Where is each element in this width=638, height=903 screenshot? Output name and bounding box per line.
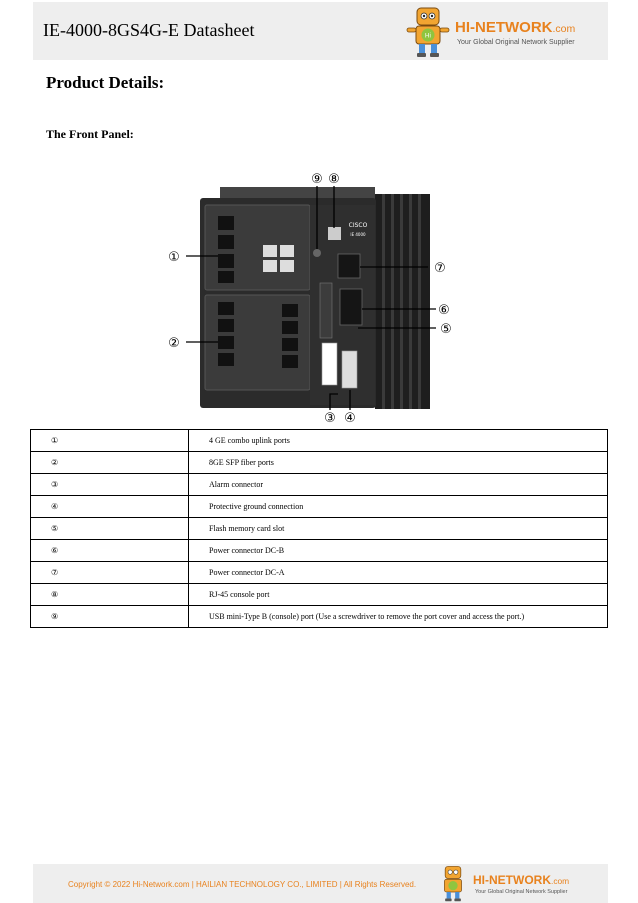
hi-network-logo: Hi HI-NETWORK.com Your Global Original N…	[403, 6, 603, 58]
item-description: 4 GE combo uplink ports	[188, 429, 608, 452]
item-description: USB mini-Type B (console) port (Use a sc…	[188, 605, 608, 628]
item-number: ⑥	[30, 539, 189, 562]
logo-domain-suffix: .com	[552, 23, 576, 35]
combo-rj45-ports	[263, 245, 294, 272]
item-number: ⑤	[30, 517, 189, 540]
item-description: Power connector DC-A	[188, 561, 608, 584]
callout-6: ⑥	[438, 303, 450, 318]
footer-logo-tagline: Your Global Original Network Supplier	[475, 889, 568, 895]
section-title: Product Details:	[46, 73, 165, 92]
item-number: ④	[30, 495, 189, 518]
logo-tagline: Your Global Original Network Supplier	[457, 39, 575, 46]
footer-logo-brand-text: HI-NETWORK	[473, 873, 551, 887]
device-top-cover	[220, 187, 375, 199]
combo-sfp-slots	[218, 216, 234, 283]
item-description: RJ-45 console port	[188, 583, 608, 606]
page-header: IE-4000-8GS4G-E Datasheet Hi HI-NETWORK.…	[33, 2, 608, 60]
callout-leader-lines	[186, 186, 436, 410]
item-number: ②	[30, 451, 189, 474]
heatsink-fins	[375, 194, 430, 409]
item-number: ⑧	[30, 583, 189, 606]
item-description: Flash memory card slot	[188, 517, 608, 540]
item-number: ③	[30, 473, 189, 496]
logo-brand-text: HI-NETWORK	[455, 19, 553, 36]
item-number: ⑨	[30, 605, 189, 628]
callout-8: ⑧	[328, 172, 340, 187]
item-description: Alarm connector	[188, 473, 608, 496]
footer-logo-domain-suffix: .com	[551, 876, 570, 886]
callout-3: ③	[324, 411, 336, 426]
callout-7: ⑦	[434, 261, 446, 276]
item-number: ①	[30, 429, 189, 452]
power-connector-dc-b	[339, 288, 363, 326]
robot-mascot-icon	[444, 866, 462, 902]
copyright-text: Copyright © 2022 Hi-Network.com | HAILIA…	[68, 880, 417, 889]
item-number: ⑦	[30, 561, 189, 584]
callout-5: ⑤	[440, 322, 452, 337]
callout-markers: ① ② ③ ④ ⑤ ⑥ ⑦ ⑧ ⑨	[168, 172, 452, 426]
power-connector-dc-a	[337, 253, 361, 279]
front-panel-heading: The Front Panel:	[46, 127, 134, 141]
callout-1: ①	[168, 250, 180, 265]
ground-connection	[341, 350, 358, 389]
flash-card-slot	[319, 282, 333, 339]
item-description: 8GE SFP fiber ports	[188, 451, 608, 474]
rj45-console-port	[328, 227, 341, 240]
footer-hi-network-logo: HI-NETWORK.com Your Global Original Netw…	[435, 865, 605, 902]
svg-text:Hi: Hi	[425, 33, 432, 40]
document-title: IE-4000-8GS4G-E Datasheet	[43, 20, 255, 40]
callout-4: ④	[344, 411, 356, 426]
callout-9: ⑨	[311, 172, 323, 187]
usb-console-port	[313, 249, 321, 257]
sfp-port-slots	[218, 302, 298, 368]
model-label: IE 4000	[350, 232, 366, 237]
callout-2: ②	[168, 336, 180, 351]
item-description: Power connector DC-B	[188, 539, 608, 562]
cisco-brand-label: CISCO	[349, 222, 368, 229]
front-panel-figure: CISCO IE 4000 ① ② ③ ④ ⑤ ⑥ ⑦ ⑧ ⑨	[168, 172, 452, 426]
robot-mascot-icon: Hi	[406, 7, 450, 57]
page-footer: Copyright © 2022 Hi-Network.com | HAILIA…	[33, 864, 608, 903]
item-description: Protective ground connection	[188, 495, 608, 518]
alarm-connector	[321, 342, 338, 386]
